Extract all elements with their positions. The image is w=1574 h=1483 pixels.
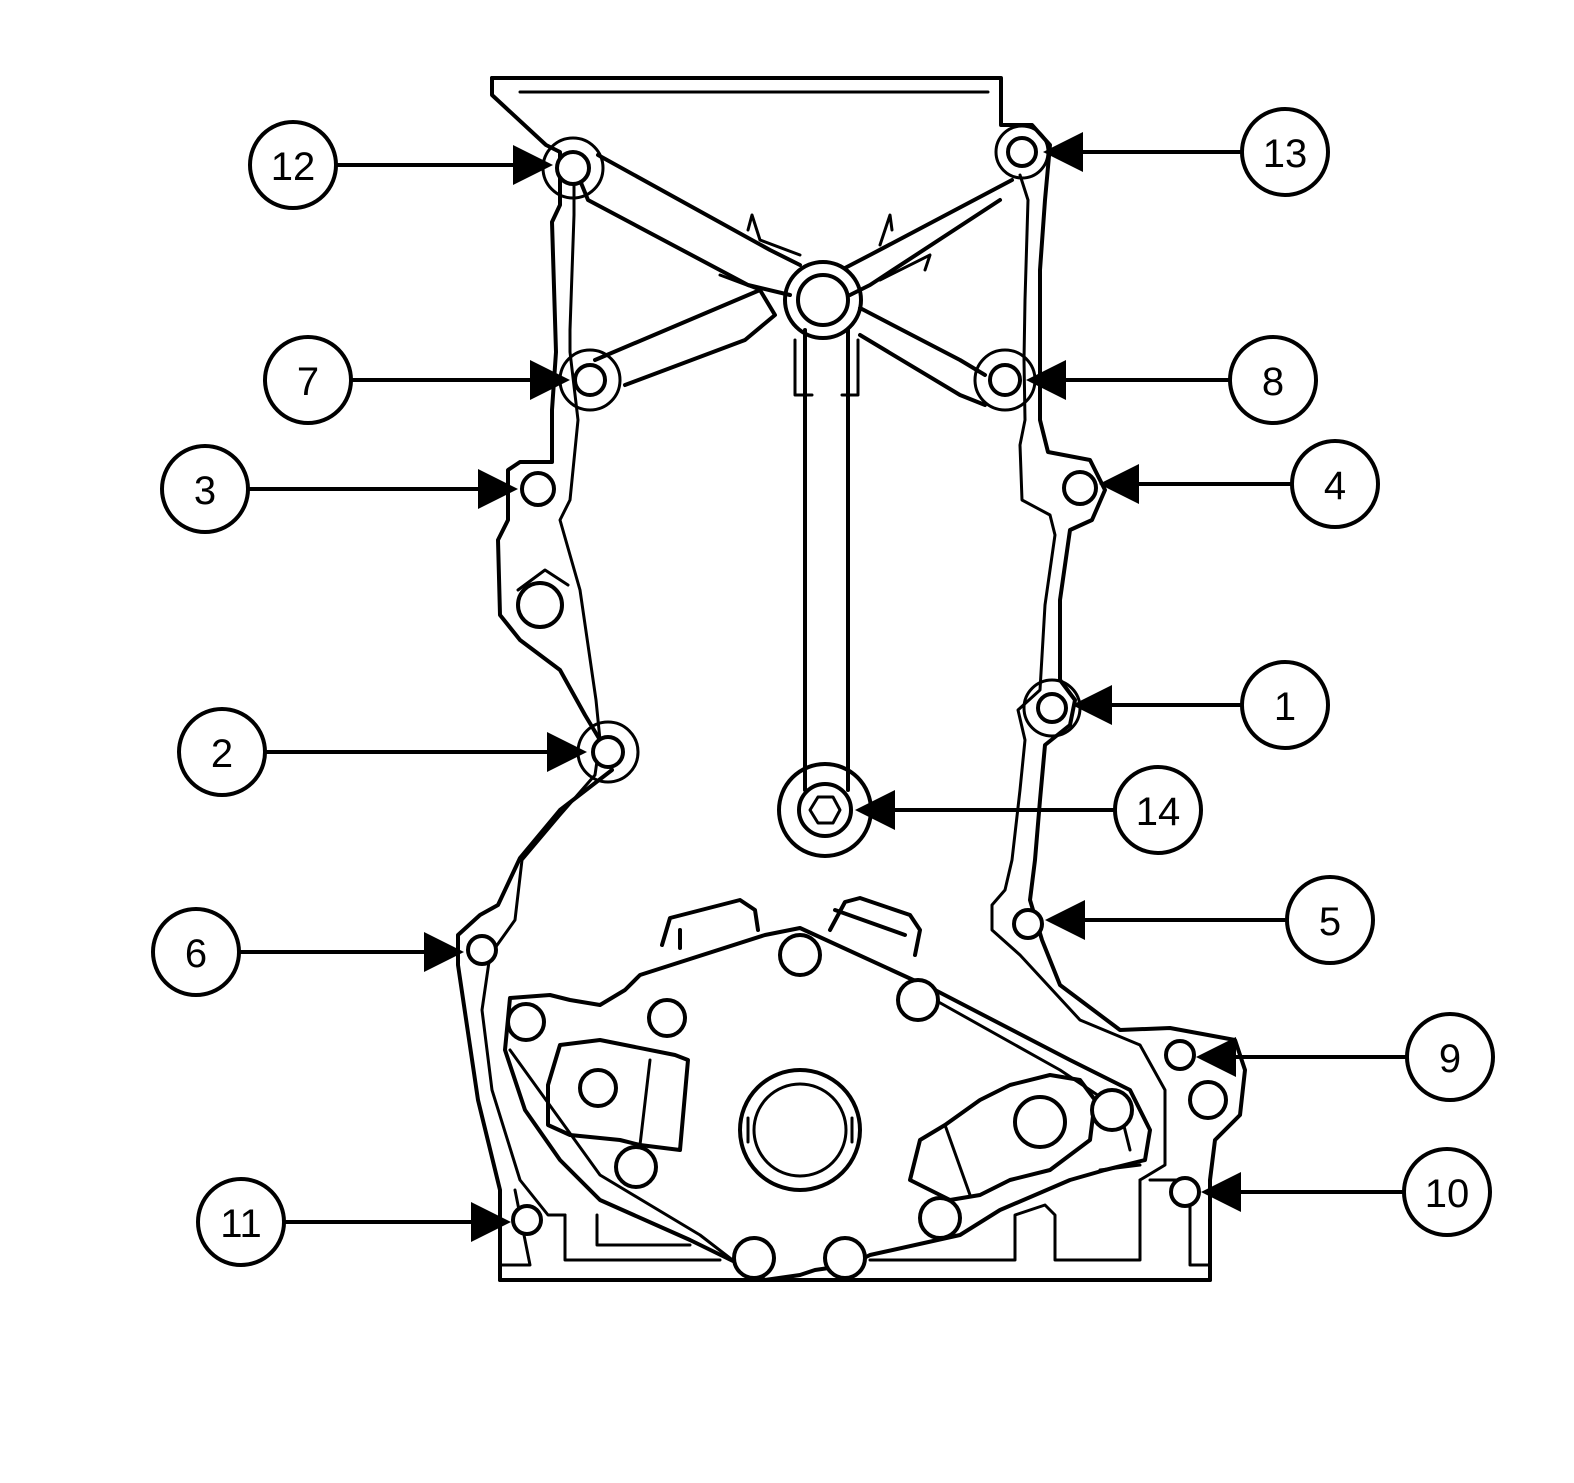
center-hub [783,260,863,340]
bolt-hole-9 [1164,1039,1196,1071]
callout-number: 3 [194,469,216,513]
callout-circle [1113,765,1203,855]
callout-arrowhead [1072,685,1112,725]
callout-arrowhead [478,469,518,509]
bolt-hole-5 [1012,908,1044,940]
callout-circle [1240,660,1330,750]
callout-4: 4 [1099,439,1380,529]
callout-number: 9 [1439,1037,1461,1081]
bolt-hole-12 [555,150,591,186]
callout-10: 10 [1201,1147,1492,1237]
callout-circle [1228,335,1318,425]
callout-number: 13 [1263,132,1308,176]
callout-arrowhead [855,790,895,830]
callout-circle [248,120,338,210]
callout-circle [1285,875,1375,965]
bolt-hole-1 [1036,692,1068,724]
callout-number: 5 [1319,900,1341,944]
callout-arrowhead [1026,360,1066,400]
callout-number: 4 [1324,464,1346,508]
callout-1: 1 [1072,660,1330,750]
callout-5: 5 [1045,875,1375,965]
callout-2: 2 [177,707,587,797]
callout-arrowhead [530,360,570,400]
callout-circle [1402,1147,1492,1237]
callout-number: 2 [211,732,233,776]
callout-number: 11 [220,1202,262,1246]
callout-7: 7 [263,335,570,425]
bolt-hole-2 [591,735,625,769]
bolt-hole-7 [573,363,607,397]
bolt-hole-8 [988,363,1022,397]
callout-number: 6 [185,932,207,976]
bolt-hole-10 [1169,1176,1201,1208]
callout-circle [1290,439,1380,529]
callout-12: 12 [248,120,553,210]
bolt-hole-3 [520,471,556,507]
callout-number: 14 [1136,790,1181,834]
callout-14: 14 [855,765,1203,855]
callout-arrowhead [1045,900,1085,940]
bolt-hole-4 [1062,470,1098,506]
callout-arrowhead [471,1202,511,1242]
center-arm [793,328,860,792]
callout-circle [1240,107,1330,197]
callout-9: 9 [1196,1012,1495,1102]
callout-circle [263,335,353,425]
bolt-hole-13 [1006,136,1038,168]
callout-circle [177,707,267,797]
bolt-hole-11 [511,1204,543,1236]
callout-circle [151,907,241,997]
callout-circle [196,1177,286,1267]
callout-number: 8 [1262,360,1284,404]
callout-arrowhead [1201,1172,1241,1212]
callout-8: 8 [1026,335,1318,425]
callout-arrowhead [547,732,587,772]
callout-13: 13 [1043,107,1330,197]
callout-3: 3 [160,444,518,534]
callout-arrowhead [1099,464,1139,504]
callout-number: 1 [1274,685,1296,729]
callout-circle [160,444,250,534]
callout-number: 10 [1425,1172,1470,1216]
callout-arrowhead [1043,132,1083,172]
oil-pump-housing [503,896,1152,1282]
callout-arrowhead [513,145,553,185]
callout-arrowhead [424,932,464,972]
callout-number: 7 [297,360,319,404]
callout-arrowhead [1196,1037,1236,1077]
callout-11: 11 [196,1177,511,1267]
cross-brace-ribs [573,153,1014,407]
callout-number: 12 [271,145,316,189]
callout-circle [1405,1012,1495,1102]
bolt-hole-6 [466,934,498,966]
pump-bolt-holes [506,568,1228,1280]
callout-6: 6 [151,907,464,997]
